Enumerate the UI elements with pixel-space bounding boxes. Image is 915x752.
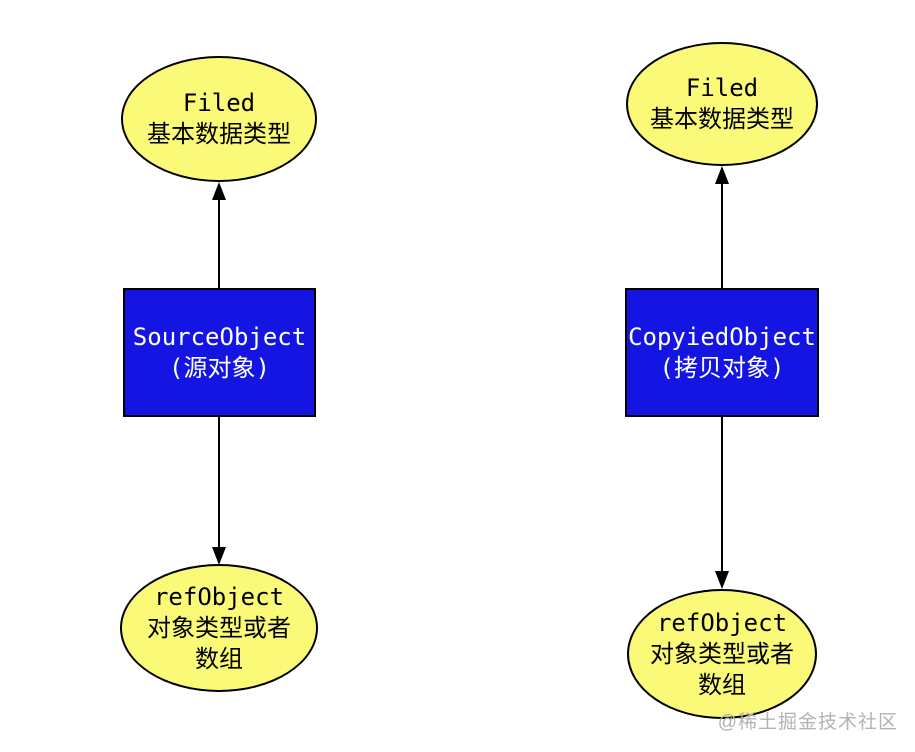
down-arrow-connector <box>721 417 723 572</box>
field-ellipse-left: Filed 基本数据类型 <box>121 56 317 182</box>
node-label-line: CopyiedObject <box>628 322 816 351</box>
node-label-line: 数组 <box>195 644 243 673</box>
node-label-line: SourceObject <box>132 322 307 351</box>
node-label-line: refObject <box>153 582 285 611</box>
node-label-line: 基本数据类型 <box>147 120 291 148</box>
ref-object-ellipse-right: refObject 对象类型或者 数组 <box>627 589 817 719</box>
node-label-line: 对象类型或者 <box>147 613 291 642</box>
up-arrow-connector <box>218 199 220 288</box>
node-label-line: 基本数据类型 <box>650 105 794 133</box>
up-arrowhead-icon <box>212 182 226 200</box>
node-label-line: 数组 <box>698 670 746 699</box>
node-label-line: 对象类型或者 <box>650 639 794 668</box>
up-arrow-connector <box>721 183 723 288</box>
node-label-line: Filed <box>685 74 759 102</box>
field-ellipse-right: Filed 基本数据类型 <box>626 42 818 166</box>
down-arrow-connector <box>218 417 220 548</box>
watermark-text: @稀土掘金技术社区 <box>717 712 898 733</box>
node-label-line: refObject <box>656 608 788 637</box>
down-arrowhead-icon <box>212 547 226 565</box>
copyied-object-rect: CopyiedObject (拷贝对象) <box>625 288 819 417</box>
source-object-rect: SourceObject (源对象) <box>123 288 316 417</box>
up-arrowhead-icon <box>715 166 729 184</box>
node-label-line: Filed <box>182 89 256 117</box>
node-label-line: (拷贝对象) <box>659 353 785 382</box>
down-arrowhead-icon <box>715 571 729 589</box>
node-label-line: (源对象) <box>169 353 270 382</box>
ref-object-ellipse-left: refObject 对象类型或者 数组 <box>120 564 318 692</box>
